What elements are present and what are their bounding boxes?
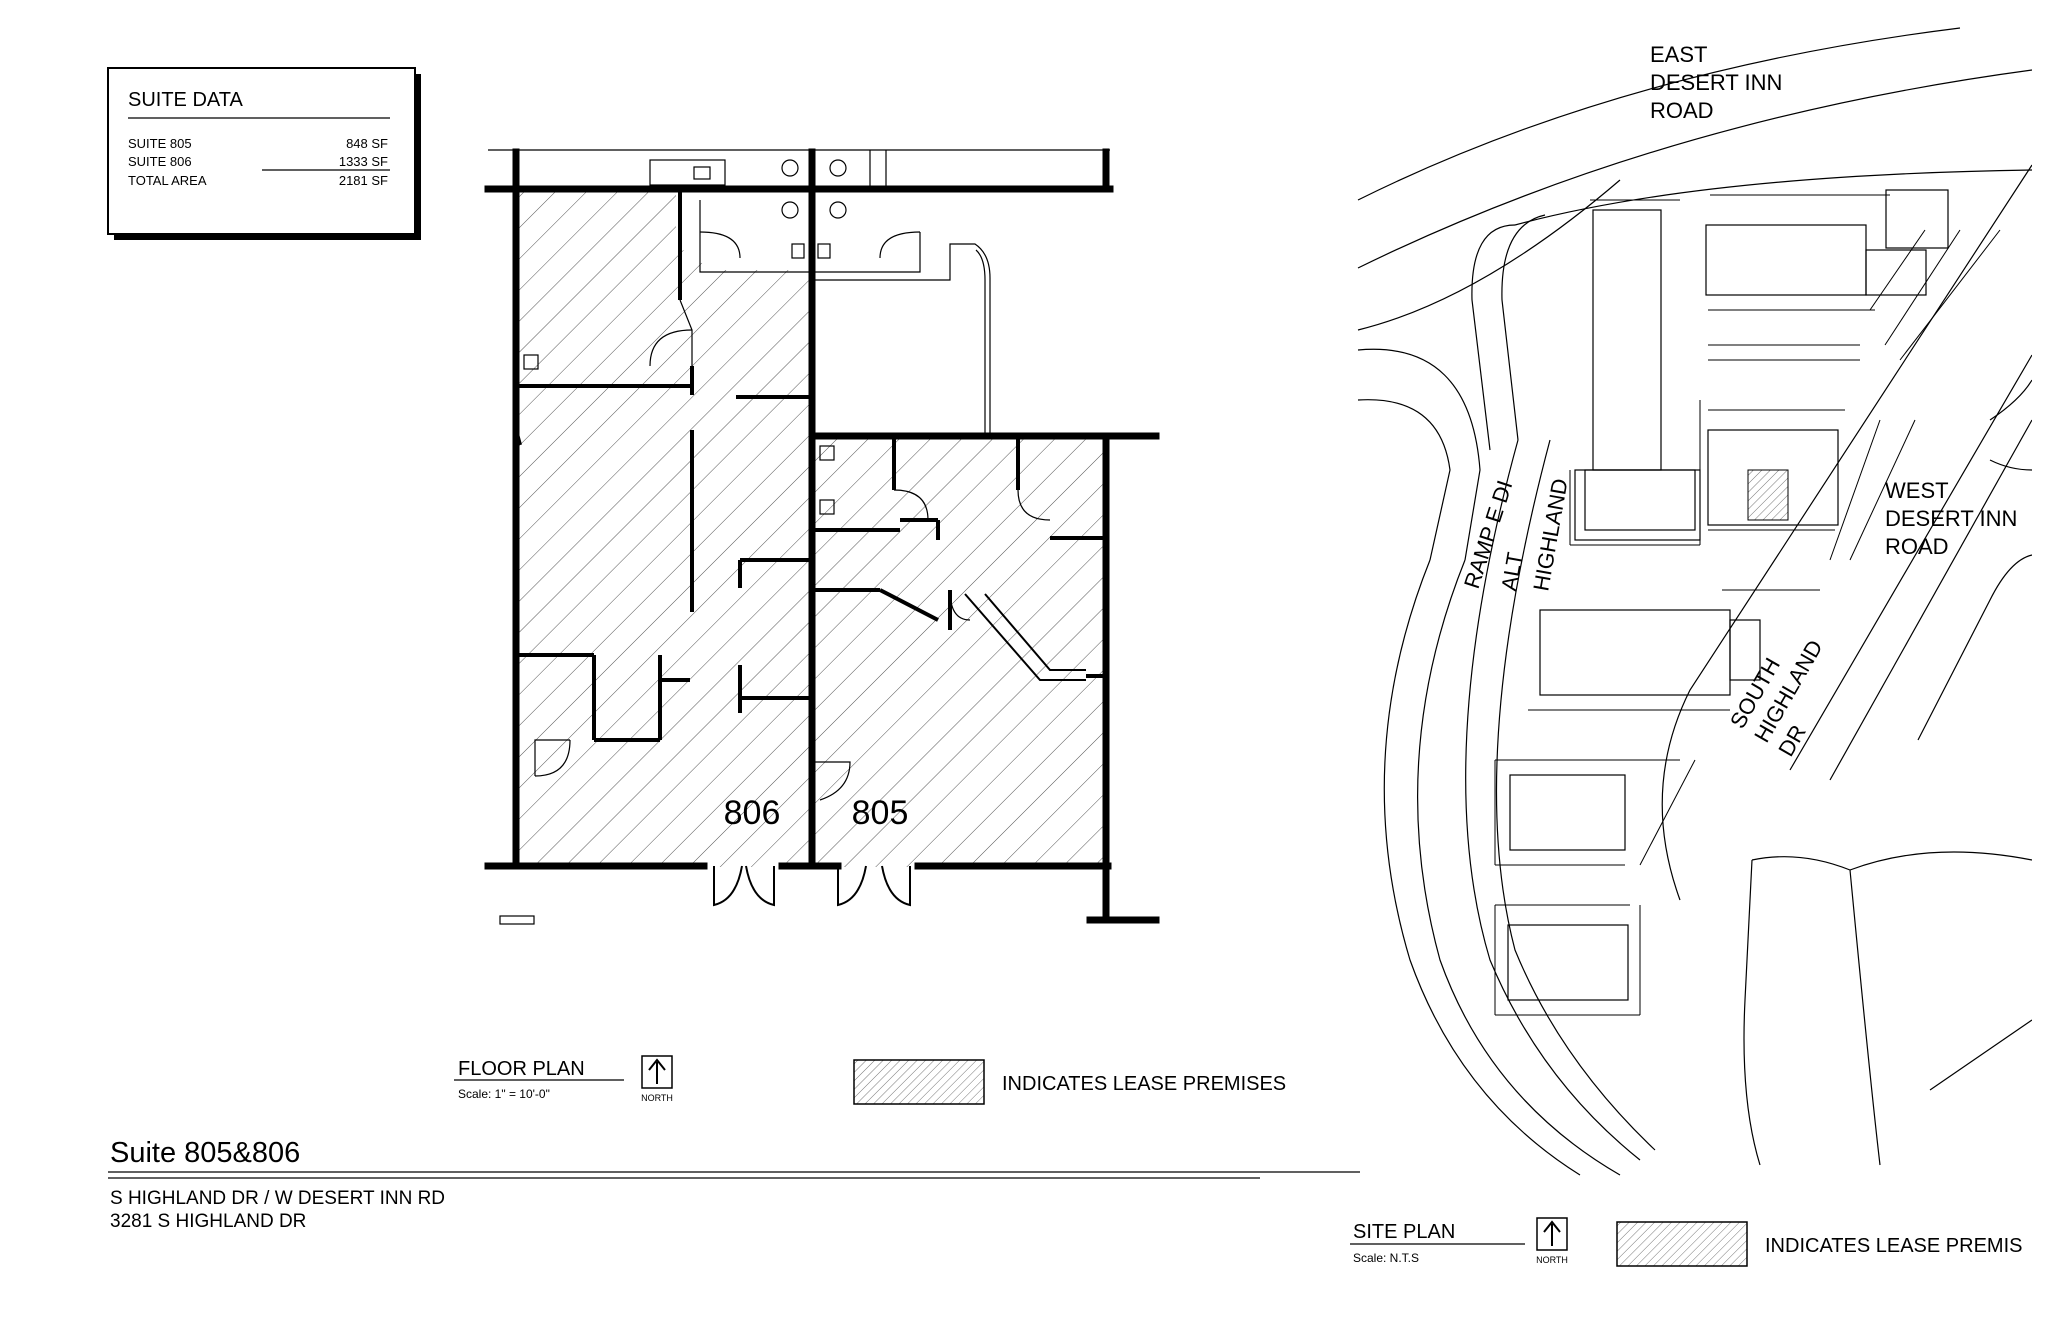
site-plan-scale: Scale: N.T.S [1353, 1251, 1419, 1265]
total-area-label: TOTAL AREA [128, 173, 207, 188]
unit-806-label: 806 [724, 794, 781, 832]
lease-legend: INDICATES LEASE PREMISES [853, 1059, 1286, 1105]
svg-text:ROAD: ROAD [1885, 534, 1949, 559]
floor-plan-north-label: NORTH [641, 1093, 673, 1103]
site-lease-legend: INDICATES LEASE PREMIS [1616, 1221, 2022, 1267]
road-label-highland: HIGHLAND [1528, 477, 1572, 593]
svg-text:EAST: EAST [1650, 42, 1707, 67]
svg-text:DESERT INN: DESERT INN [1885, 506, 2017, 531]
site-plan-caption: SITE PLAN Scale: N.T.S NORTH [1350, 1217, 1568, 1265]
suite-title: Suite 805&806 [110, 1137, 300, 1169]
total-area-value: 2181 SF [339, 173, 388, 188]
suite-806-value: 1333 SF [339, 154, 388, 169]
site-lease-legend-swatch [1616, 1221, 1748, 1267]
unit-805-label: 805 [852, 794, 909, 832]
road-label-south-highland: SOUTH HIGHLAND DR [1725, 636, 1828, 761]
svg-text:ROAD: ROAD [1650, 98, 1714, 123]
floor-plan-title: FLOOR PLAN [458, 1058, 585, 1080]
floor-plan-caption: FLOOR PLAN Scale: 1" = 10'-0" NORTH [454, 1055, 673, 1103]
title-block: Suite 805&806 S HIGHLAND DR / W DESERT I… [108, 1137, 1360, 1232]
suite-806-label: SUITE 806 [128, 154, 192, 169]
road-label-alt: ALT [1496, 550, 1527, 592]
suite-805-area [814, 436, 1106, 867]
site-parking [1494, 194, 2001, 1016]
svg-text:WEST: WEST [1885, 478, 1949, 503]
suite-806-area [516, 189, 810, 867]
site-north-arrow-icon [1536, 1217, 1568, 1251]
site-buildings [1507, 189, 1949, 1001]
road-label-west-desert-inn: WEST DESERT INN ROAD [1885, 478, 2017, 559]
suite-data-table: SUITE DATA SUITE 805 848 SF SUITE 806 13… [107, 67, 421, 240]
lease-legend-text: INDICATES LEASE PREMISES [1002, 1073, 1286, 1095]
floor-plan: 806 805 [484, 148, 1160, 925]
suite-data-heading: SUITE DATA [128, 89, 243, 111]
lease-legend-swatch [853, 1059, 985, 1105]
site-plan-north-label: NORTH [1536, 1255, 1568, 1265]
suite-805-value: 848 SF [346, 136, 388, 151]
site-plan-title: SITE PLAN [1353, 1221, 1455, 1243]
address-line-2: 3281 S HIGHLAND DR [110, 1211, 306, 1232]
road-label-east-desert-inn: EAST DESERT INN ROAD [1650, 42, 1782, 123]
svg-text:DESERT INN: DESERT INN [1650, 70, 1782, 95]
site-lease-legend-text: INDICATES LEASE PREMIS [1765, 1235, 2022, 1257]
site-plan: EAST DESERT INN ROAD WEST DESERT INN ROA… [1357, 27, 2033, 1176]
suite-805-label: SUITE 805 [128, 136, 192, 151]
north-arrow-icon [641, 1055, 673, 1089]
address-line-1: S HIGHLAND DR / W DESERT INN RD [110, 1188, 445, 1209]
floor-plan-scale: Scale: 1" = 10'-0" [458, 1087, 550, 1101]
